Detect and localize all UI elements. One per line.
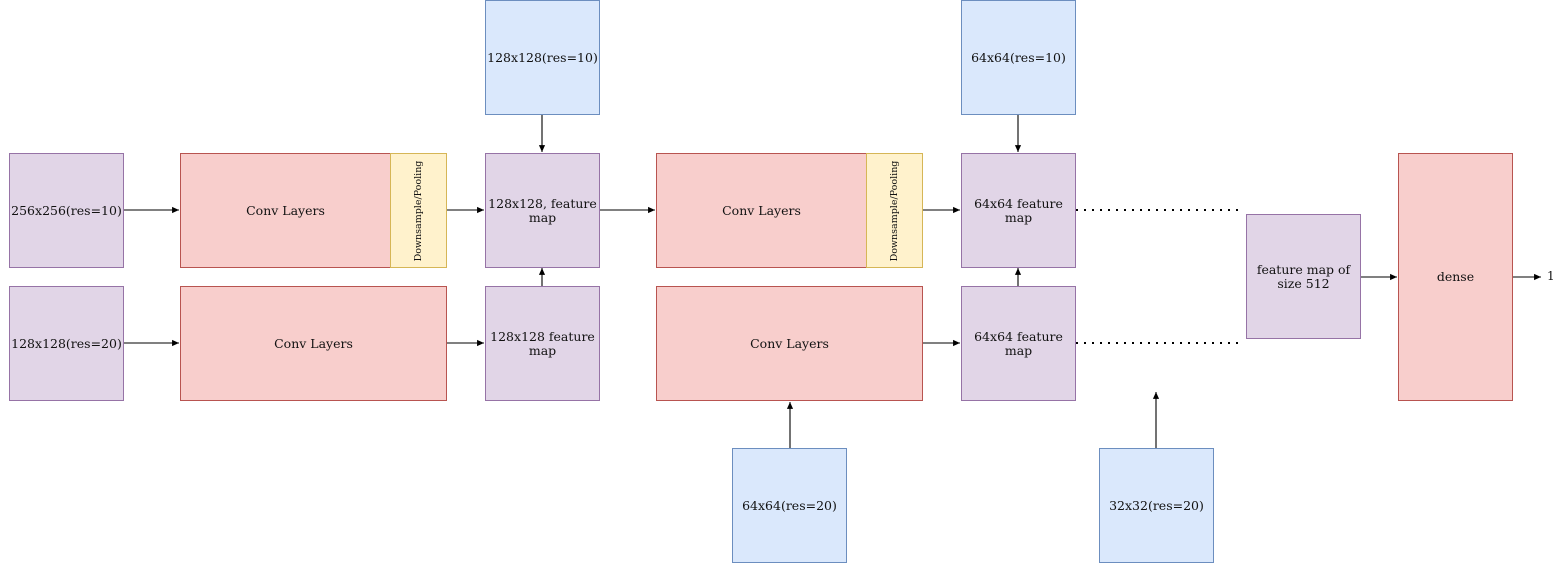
downsample-pooling-2: Downsample/Pooling bbox=[866, 153, 923, 268]
input-32-res20: 32x32(res=20) bbox=[1099, 448, 1214, 563]
feature-map-64-top: 64x64 feature map bbox=[961, 153, 1076, 268]
conv-layers-1-bottom-label: Conv Layers bbox=[274, 335, 353, 351]
conv-layers-1-top: Conv Layers bbox=[180, 153, 391, 268]
feature-map-64-top-label: 64x64 feature map bbox=[974, 196, 1063, 225]
conv-layers-1-top-label: Conv Layers bbox=[246, 202, 325, 218]
conv-layers-2-bottom-label: Conv Layers bbox=[750, 335, 829, 351]
feature-map-128-top-label: 128x128, feature map bbox=[488, 196, 597, 225]
input-128-res10-label: 128x128(res=10) bbox=[487, 49, 598, 65]
feature-map-128-top: 128x128, feature map bbox=[485, 153, 600, 268]
input-256-res10-label: 256x256(res=10) bbox=[11, 202, 122, 218]
input-64-res10: 64x64(res=10) bbox=[961, 0, 1076, 115]
conv-layers-1-bottom: Conv Layers bbox=[180, 286, 447, 401]
input-256-res10: 256x256(res=10) bbox=[9, 153, 124, 268]
conv-layers-2-top: Conv Layers bbox=[656, 153, 867, 268]
downsample-pooling-1-label: Downsample/Pooling bbox=[412, 160, 424, 261]
conv-layers-2-bottom: Conv Layers bbox=[656, 286, 923, 401]
feature-map-512: feature map of size 512 bbox=[1246, 214, 1361, 339]
feature-map-64-bottom: 64x64 feature map bbox=[961, 286, 1076, 401]
downsample-pooling-1: Downsample/Pooling bbox=[390, 153, 447, 268]
feature-map-128-bottom-label: 128x128 feature map bbox=[490, 329, 595, 358]
dense-layer-label: dense bbox=[1436, 269, 1475, 285]
conv-layers-2-top-label: Conv Layers bbox=[722, 202, 801, 218]
feature-map-128-bottom: 128x128 feature map bbox=[485, 286, 600, 401]
feature-map-64-bottom-label: 64x64 feature map bbox=[974, 329, 1063, 358]
feature-map-512-label: feature map of size 512 bbox=[1256, 262, 1351, 291]
input-64-res20: 64x64(res=20) bbox=[732, 448, 847, 563]
input-64-res10-label: 64x64(res=10) bbox=[971, 49, 1066, 65]
downsample-pooling-2-label: Downsample/Pooling bbox=[888, 160, 900, 261]
output-label: 1 bbox=[1547, 269, 1555, 283]
input-64-res20-label: 64x64(res=20) bbox=[742, 497, 837, 513]
input-32-res20-label: 32x32(res=20) bbox=[1109, 497, 1204, 513]
input-128-res20-label: 128x128(res=20) bbox=[11, 335, 122, 351]
input-128-res20: 128x128(res=20) bbox=[9, 286, 124, 401]
input-128-res10: 128x128(res=10) bbox=[485, 0, 600, 115]
dense-layer: dense bbox=[1398, 153, 1513, 401]
